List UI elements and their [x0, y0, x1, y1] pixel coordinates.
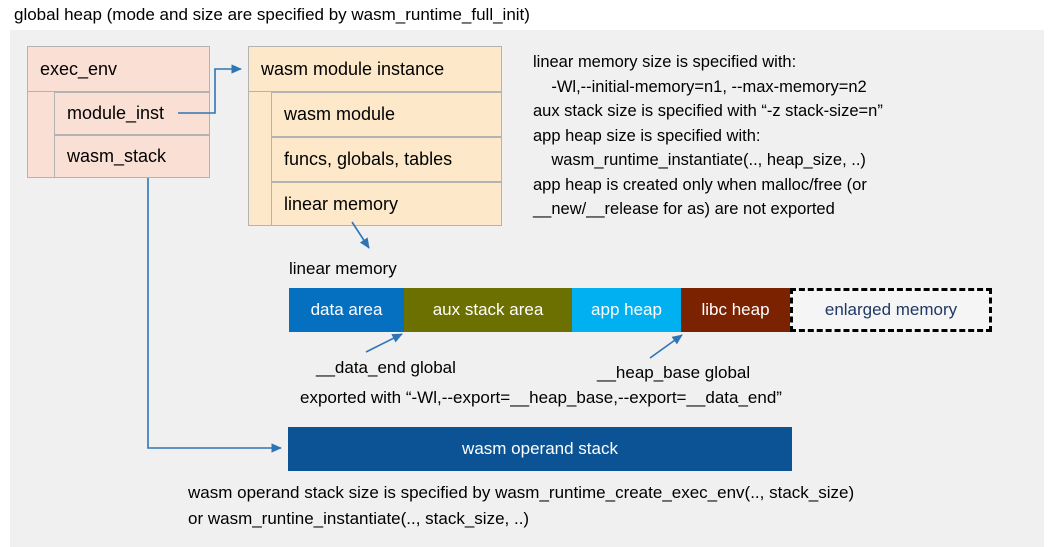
- exec-env-field-wasm-stack: wasm_stack: [54, 135, 210, 178]
- module-instance-field-funcs-globals-tables: funcs, globals, tables: [271, 137, 502, 182]
- annotation-exported-with: exported with “-Wl,--export=__heap_base,…: [300, 388, 782, 407]
- exec-env-field-wasm-stack-label: wasm_stack: [67, 146, 167, 167]
- module-instance-field-linear-memory-label: linear memory: [284, 193, 399, 214]
- module-instance-field-funcs-globals-tables-label: funcs, globals, tables: [284, 149, 453, 170]
- bottom-notes-paragraph: wasm operand stack size is specified by …: [188, 483, 855, 528]
- linear-memory-bar: data area aux stack area app heap libc h…: [289, 288, 992, 332]
- memory-segment-aux-stack-area-label: aux stack area: [432, 300, 544, 319]
- memory-segment-app-heap-label: app heap: [591, 300, 662, 319]
- diagram-title: global heap (mode and size are specified…: [14, 5, 530, 24]
- exec-env-field-module-inst-label: module_inst: [67, 103, 165, 124]
- memory-segment-app-heap: app heap: [572, 288, 681, 332]
- module-instance-field-wasm-module-label: wasm module: [284, 104, 396, 125]
- memory-segment-data-area-label: data area: [310, 300, 383, 319]
- module-instance-field-wasm-module: wasm module: [271, 92, 502, 137]
- memory-segment-libc-heap: libc heap: [681, 288, 790, 332]
- memory-segment-enlarged-memory-label: enlarged memory: [824, 300, 958, 319]
- exec-env-field-module-inst: module_inst: [54, 92, 210, 135]
- wasm-operand-stack-label: wasm operand stack: [462, 439, 618, 458]
- memory-segment-data-area: data area: [289, 288, 404, 332]
- right-notes-paragraph: linear memory size is specified with: -W…: [533, 53, 883, 218]
- module-instance-field-linear-memory: linear memory: [271, 182, 502, 226]
- module-instance-header-label: wasm module instance: [261, 58, 445, 79]
- exec-env-header: exec_env: [27, 46, 210, 92]
- module-instance-header: wasm module instance: [248, 46, 502, 92]
- annotation-data-end: __data_end global: [316, 358, 456, 377]
- memory-segment-libc-heap-label: libc heap: [701, 300, 770, 319]
- linear-memory-bar-label: linear memory: [289, 259, 397, 278]
- memory-segment-aux-stack-area: aux stack area: [404, 288, 572, 332]
- memory-segment-enlarged-memory: enlarged memory: [790, 288, 992, 332]
- exec-env-header-label: exec_env: [40, 58, 118, 79]
- wasm-operand-stack-bar: wasm operand stack: [288, 427, 792, 471]
- annotation-heap-base: __heap_base global: [597, 363, 751, 382]
